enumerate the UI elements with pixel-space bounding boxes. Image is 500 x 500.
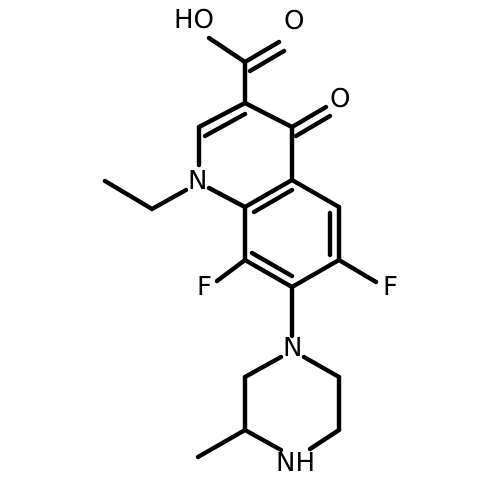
bond-c4-o-a	[289, 104, 329, 130]
bond-cb-nh	[242, 427, 284, 453]
bonds	[102, 35, 379, 460]
bond-c3-c4	[242, 100, 295, 130]
bond-c2-c3	[196, 100, 248, 130]
acid-carbonyl-oxygen-label: O	[284, 6, 304, 36]
bond-c6-f	[336, 257, 379, 285]
piperazine-nitrogen-label: N	[283, 333, 302, 363]
bond-c4a-c5	[289, 177, 342, 210]
bond-n1-c8a	[206, 185, 248, 210]
ketone-oxygen-label: O	[330, 84, 350, 114]
bond-c8a-c4a-inner	[251, 187, 295, 215]
bond-methyl	[195, 427, 248, 460]
atom-labels: HO O O N F F N NH	[174, 5, 398, 478]
bond-c2-c3-inner	[202, 111, 248, 139]
bond-c7-c8	[242, 257, 295, 290]
bond-nh-cc	[307, 427, 342, 452]
bond-npip-ca	[242, 354, 284, 380]
bond-n1-ethyl	[149, 187, 189, 212]
bond-cooh-o-double-a	[242, 39, 282, 65]
bond-c6-c7	[289, 257, 342, 290]
bond-cd-npip	[301, 354, 342, 380]
fluorine-right-label: F	[383, 272, 398, 302]
hydroxyl-label: HO	[174, 5, 214, 35]
bond-cooh-o-double-b	[247, 48, 287, 74]
piperazine-nh-label: NH	[276, 448, 315, 478]
bond-cooh-oh	[206, 35, 248, 65]
bond-c7-c8-inner	[249, 250, 295, 279]
bond-c8-f	[214, 257, 248, 284]
bond-c4-o-b	[293, 113, 333, 139]
fluorine-left-label: F	[197, 272, 212, 302]
bond-ethyl	[102, 178, 155, 212]
ring-nitrogen-label: N	[188, 166, 207, 196]
bond-c8a-c4a	[242, 177, 295, 210]
